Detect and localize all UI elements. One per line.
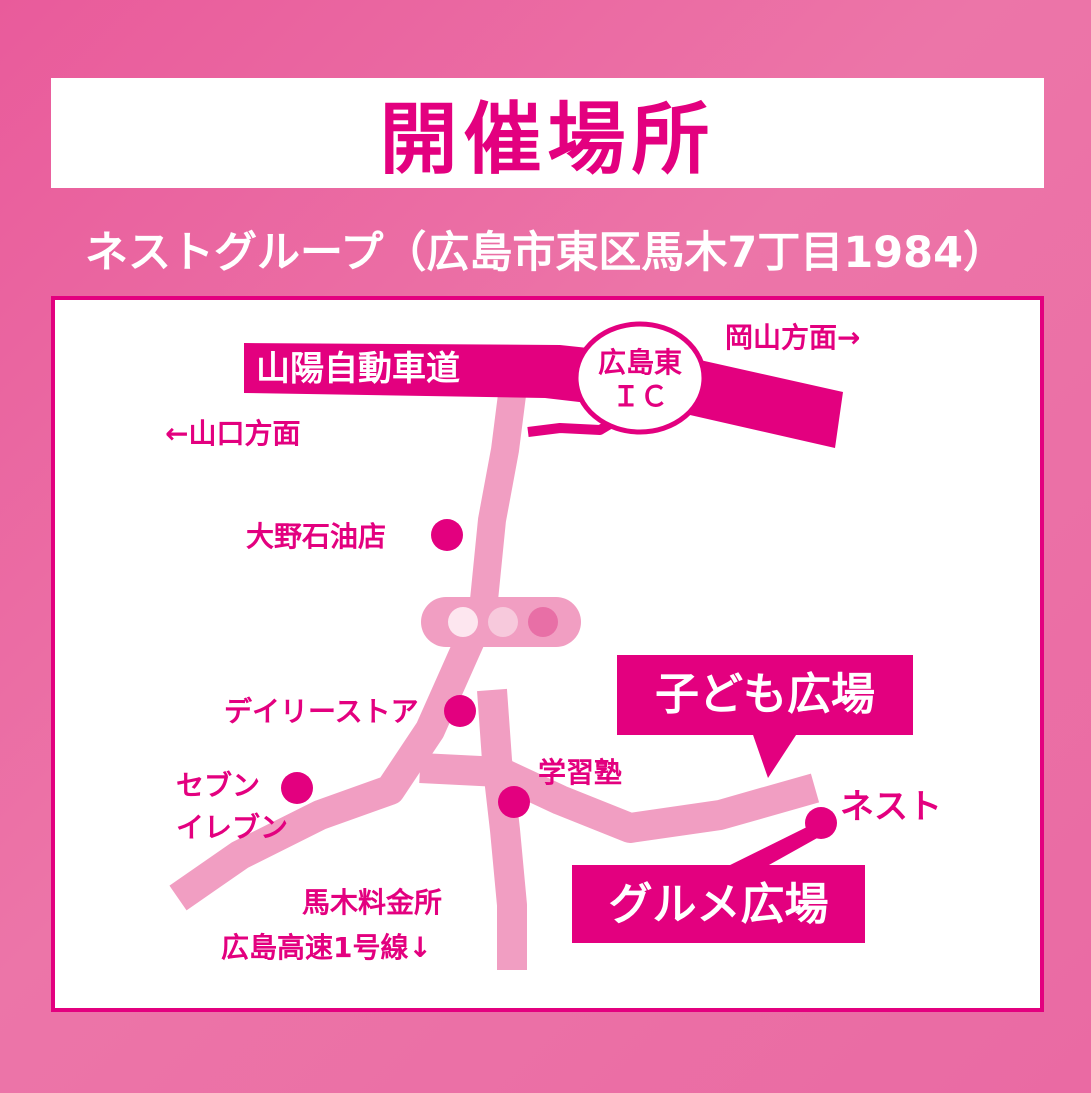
location-dot-icon [444,695,476,727]
tollgate-label: 馬木料金所 [302,886,443,919]
landmark-oono-sekiyu: 大野石油店 [246,520,387,553]
direction-okayama: 岡山方面→ [725,321,861,354]
location-dot-icon [498,786,530,818]
vertical-road-upper [470,393,526,602]
traffic-light-icon [421,597,581,647]
kodomo-callout-box [617,655,913,735]
interchange-label-line1: 広島東 [597,346,682,379]
kodomo-callout-pointer [752,732,798,778]
landmark-gakushujuku: 学習塾 [538,756,623,789]
diagonal-road-west [169,633,484,911]
gourmet-hiroba-label: グルメ広場 [608,879,829,930]
interchange-label-line2: ＩＣ [611,380,668,413]
gourmet-callout-pointer [720,823,828,870]
vertical-road-south [477,688,527,970]
roads [169,393,820,970]
interchange-marker [573,321,707,435]
map-frame [51,296,1044,1012]
direction-yamaguchi: ←山口方面 [165,417,301,450]
address-text: ネストグループ（広島市東区馬木7丁目1984） [84,228,1007,278]
landmark-daily-store: デイリーストア [224,695,419,728]
location-dot-icon [431,519,463,551]
landmark-nest: ネスト [840,787,942,827]
gourmet-callout-box [572,865,865,943]
page-title: 開催場所 [379,95,716,185]
road-east-to-nest [419,753,820,843]
kodomo-hiroba-label: 子ども広場 [655,669,875,720]
hiroshima-expressway-label: 広島高速1号線↓ [221,931,432,964]
landmark-seven-line2: イレブン [176,811,289,844]
landmark-seven-line1: セブン [176,769,261,802]
title-banner: 開催場所 [51,78,1044,188]
location-dot-icon [281,772,313,804]
expressway-label: 山陽自動車道 [256,349,460,389]
